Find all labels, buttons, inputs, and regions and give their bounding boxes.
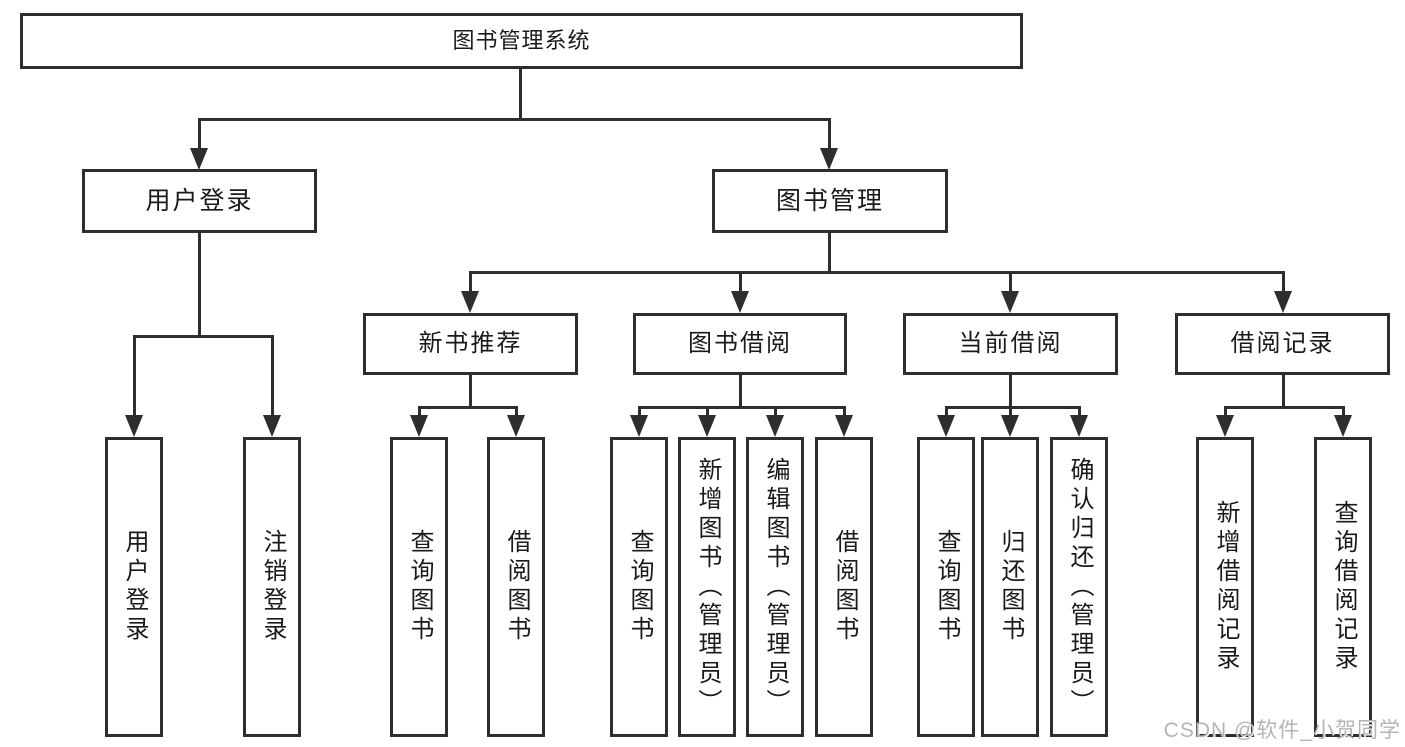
connector-arrow-shaft <box>843 406 846 419</box>
arrowhead-icon <box>835 415 853 437</box>
connector-arrow-shaft <box>945 406 948 419</box>
arrowhead-icon <box>1001 291 1019 313</box>
connector-arrow-shaft <box>1078 406 1081 419</box>
arrowhead-icon <box>263 415 281 437</box>
arrowhead-icon <box>1070 415 1088 437</box>
connector-arrow-shaft <box>1282 271 1285 295</box>
leaf-nbr-borrow-books: 借阅图书 <box>487 437 545 737</box>
connector-arrow-shaft <box>1342 406 1345 419</box>
connector-arrow-shaft <box>198 118 201 152</box>
arrowhead-icon <box>731 291 749 313</box>
node-current-borrow: 当前借阅 <box>903 313 1118 375</box>
node-library-system: 图书管理系统 <box>20 13 1023 69</box>
arrowhead-icon <box>125 415 143 437</box>
arrowhead-icon <box>1216 415 1234 437</box>
leaf-br-query-record: 查询借阅记录 <box>1314 437 1372 737</box>
node-user-login: 用户登录 <box>82 169 317 233</box>
connector-root-branch <box>198 118 831 121</box>
connector-arrow-shaft <box>469 271 472 295</box>
connector-arrow-shaft <box>1009 271 1012 295</box>
node-book-borrow: 图书借阅 <box>633 313 847 375</box>
leaf-nbr-query-books: 查询图书 <box>390 437 448 737</box>
connector-root-stem <box>519 69 522 121</box>
leaf-cb-query-books: 查询图书 <box>917 437 975 737</box>
leaf-bb-edit-books-admin: 编辑图书（管理员） <box>746 437 804 737</box>
arrowhead-icon <box>1274 291 1292 313</box>
node-book-management: 图书管理 <box>712 169 948 233</box>
arrowhead-icon <box>820 148 838 170</box>
connector-arrow-shaft <box>774 406 777 419</box>
leaf-logout: 注销登录 <box>243 437 301 737</box>
connector-br-branch <box>1224 406 1345 409</box>
connector-arrow-shaft <box>739 271 742 295</box>
connector-arrow-shaft <box>418 406 421 419</box>
connector-cb-branch <box>945 406 1081 409</box>
arrowhead-icon <box>507 415 525 437</box>
connector-arrow-shaft <box>1224 406 1227 419</box>
connector-arrow-shaft <box>133 335 136 419</box>
connector-nbr-branch <box>418 406 518 409</box>
connector-book-mgmt-branch <box>469 271 1285 274</box>
arrowhead-icon <box>461 291 479 313</box>
arrowhead-icon <box>190 148 208 170</box>
arrowhead-icon <box>1334 415 1352 437</box>
leaf-bb-add-books-admin: 新增图书（管理员） <box>678 437 736 737</box>
connector-arrow-shaft <box>271 335 274 419</box>
leaf-bb-query-books: 查询图书 <box>610 437 668 737</box>
leaf-bb-borrow-books: 借阅图书 <box>815 437 873 737</box>
connector-user-login-stem <box>198 232 201 338</box>
leaf-br-add-record: 新增借阅记录 <box>1196 437 1254 737</box>
leaf-cb-confirm-return-admin: 确认归还（管理员） <box>1050 437 1108 737</box>
connector-nbr-stem <box>469 375 472 409</box>
connector-arrow-shaft <box>515 406 518 419</box>
connector-br-stem <box>1282 375 1285 409</box>
node-new-book-recommend: 新书推荐 <box>363 313 578 375</box>
arrowhead-icon <box>698 415 716 437</box>
arrowhead-icon <box>766 415 784 437</box>
connector-arrow-shaft <box>1009 406 1012 419</box>
connector-cb-stem <box>1009 375 1012 409</box>
connector-bb-branch <box>638 406 846 409</box>
leaf-cb-return-books: 归还图书 <box>981 437 1039 737</box>
connector-book-mgmt-stem <box>828 232 831 274</box>
arrowhead-icon <box>630 415 648 437</box>
csdn-watermark: CSDN @软件_小贺同学 <box>1163 719 1401 742</box>
node-borrow-records: 借阅记录 <box>1175 313 1390 375</box>
connector-arrow-shaft <box>828 118 831 152</box>
arrowhead-icon <box>937 415 955 437</box>
connector-arrow-shaft <box>706 406 709 419</box>
connector-bb-stem <box>739 375 742 409</box>
connector-user-login-branch <box>133 335 274 338</box>
connector-arrow-shaft <box>638 406 641 419</box>
arrowhead-icon <box>410 415 428 437</box>
arrowhead-icon <box>1001 415 1019 437</box>
leaf-user-login: 用户登录 <box>105 437 163 737</box>
